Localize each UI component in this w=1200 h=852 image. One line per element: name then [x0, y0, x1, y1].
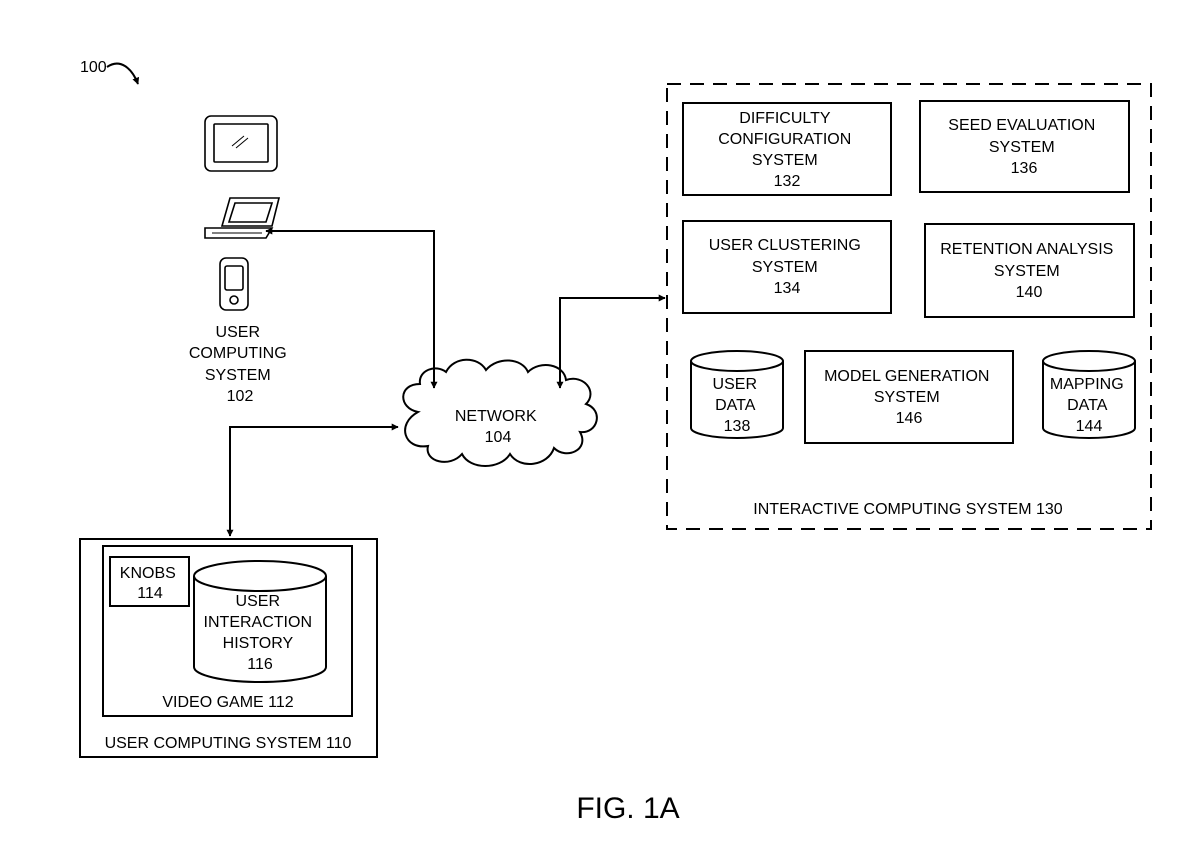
label-line: SYSTEM [874, 389, 940, 406]
user-data-store: USER DATA 138 [690, 350, 784, 439]
interactive-computing-system-boundary [666, 83, 1152, 530]
label-line: HISTORY [223, 635, 294, 652]
user-computing-system-102: USER COMPUTING SYSTEM 102 [189, 115, 291, 405]
label-line: 132 [774, 173, 801, 190]
svg-text:USER CLUSTERING SYSTEM: USER CLUSTERING SYSTEM 134 [709, 237, 865, 297]
label-line: SYSTEM [752, 259, 818, 276]
reference-100: 100 [80, 59, 140, 85]
label-line: CONFIGURATION [718, 131, 851, 148]
connector-network-interactive [556, 294, 666, 389]
reference-100-arrow [106, 62, 140, 85]
interactive-computing-system-130: DIFFICULTY CONFIGURATION SYSTEM 132 SEED… [666, 83, 1152, 530]
user-computing-system-102-label: USER COMPUTING SYSTEM 102 [189, 324, 291, 405]
label-line: KNOBS [120, 565, 176, 582]
label-line: INTERACTION [204, 614, 312, 631]
label-line: DIFFICULTY [739, 110, 831, 127]
label-line: USER [216, 324, 260, 341]
mapping-data-store: MAPPING DATA 144 [1042, 350, 1136, 439]
label-line: 138 [724, 418, 751, 435]
svg-text:RETENTION ANALYSIS SYS: RETENTION ANALYSIS SYSTEM 140 [940, 241, 1118, 301]
label-line: SYSTEM [752, 152, 818, 169]
label-line: 146 [896, 410, 923, 427]
svg-text:DIFFICULTY CONFIGURATI: DIFFICULTY CONFIGURATION SYSTEM 132 [718, 110, 855, 190]
label-line: USER CLUSTERING [709, 237, 861, 254]
label-line: DATA [715, 397, 756, 414]
svg-text:USER DATA 138: USER DATA 138 [713, 376, 762, 435]
tablet-icon [204, 115, 278, 172]
label-line: MODEL GENERATION [824, 368, 989, 385]
knobs-box: KNOBS 114 [109, 556, 190, 607]
label-line: DATA [1067, 397, 1108, 414]
reference-100-label: 100 [80, 59, 107, 76]
svg-text:MODEL GENERATION SYSTE: MODEL GENERATION SYSTEM 146 [824, 368, 994, 427]
user-computing-system-110-label: USER COMPUTING SYSTEM 110 [105, 735, 352, 752]
interactive-computing-system-label: INTERACTIVE COMPUTING SYSTEM 130 [753, 501, 1062, 518]
connector-network-system110 [226, 423, 399, 537]
network-104: NETWORK 104 [402, 358, 598, 467]
label-line: SYSTEM [989, 139, 1055, 156]
label-line: USER [713, 376, 757, 393]
figure-label: FIG. 1A [576, 792, 679, 825]
difficulty-configuration-system: DIFFICULTY CONFIGURATION SYSTEM 132 [682, 102, 892, 196]
phone-icon [219, 257, 249, 311]
network-label: NETWORK 104 [455, 408, 541, 446]
svg-text:USER INTERACTION: USER INTERACTION HISTORY 116 [204, 593, 317, 673]
model-generation-system: MODEL GENERATION SYSTEM 146 [804, 350, 1014, 444]
label-line: 134 [774, 280, 801, 297]
label-line: 114 [137, 585, 163, 602]
svg-text:KNOBS 114: KNOBS 114 [120, 565, 180, 602]
label-line: 144 [1076, 418, 1103, 435]
label-line: SEED EVALUATION [948, 117, 1095, 134]
label-line: NETWORK [455, 408, 537, 425]
user-computing-system-110: KNOBS 114 USER INTERACTION HISTORY 116 V… [79, 538, 378, 758]
svg-text:MAPPING DATA 1: MAPPING DATA 144 [1050, 376, 1128, 435]
label-line: SYSTEM [205, 367, 271, 384]
label-line: 136 [1011, 160, 1038, 177]
label-line: 116 [247, 656, 273, 673]
user-interaction-history-store: USER INTERACTION HISTORY 116 [193, 560, 327, 683]
video-game-label: VIDEO GAME 112 [162, 694, 293, 711]
connector-devices-network [265, 227, 438, 389]
label-line: MAPPING [1050, 376, 1124, 393]
label-line: 102 [227, 388, 254, 405]
label-line: RETENTION ANALYSIS [940, 241, 1113, 258]
label-line: 140 [1016, 284, 1043, 301]
svg-text:SEED EVALUATION SYSTEM: SEED EVALUATION SYSTEM 136 [948, 117, 1099, 177]
label-line: 104 [485, 429, 512, 446]
user-clustering-system: USER CLUSTERING SYSTEM 134 [682, 220, 892, 314]
label-line: SYSTEM [994, 263, 1060, 280]
retention-analysis-system: RETENTION ANALYSIS SYSTEM 140 [924, 223, 1135, 318]
seed-evaluation-system: SEED EVALUATION SYSTEM 136 [919, 100, 1130, 193]
network-cloud [402, 358, 598, 467]
label-line: COMPUTING [189, 345, 287, 362]
label-line: USER [236, 593, 280, 610]
